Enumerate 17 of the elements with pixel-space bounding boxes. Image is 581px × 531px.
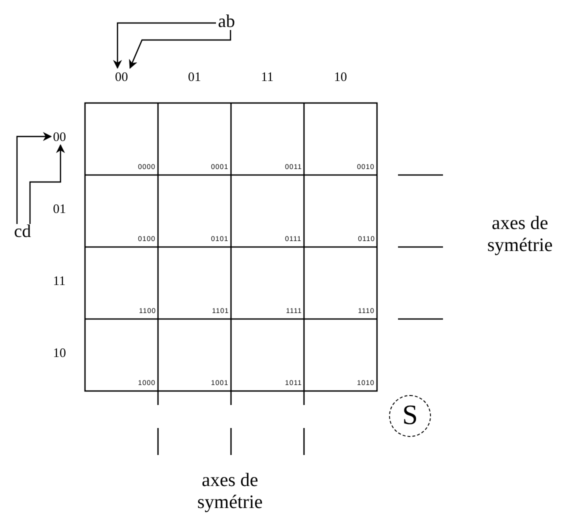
variable-label: ab [218, 12, 235, 30]
row-header: 10 [53, 346, 66, 359]
column-header: 10 [334, 70, 347, 83]
axis-note: axes de symétrie [486, 213, 554, 257]
column-header: 11 [261, 70, 274, 83]
arrow [29, 144, 65, 224]
column-header: 01 [188, 70, 201, 83]
row-header: 01 [53, 202, 66, 215]
row-header: 11 [53, 274, 66, 287]
row-header: 00 [53, 130, 66, 143]
arrow [129, 30, 232, 69]
axis-note: axes de symétrie [196, 470, 264, 514]
arrow [16, 132, 52, 224]
arrow [113, 22, 216, 69]
circled-letter: S [389, 395, 431, 437]
variable-label: cd [14, 222, 31, 240]
column-header: 00 [115, 70, 128, 83]
